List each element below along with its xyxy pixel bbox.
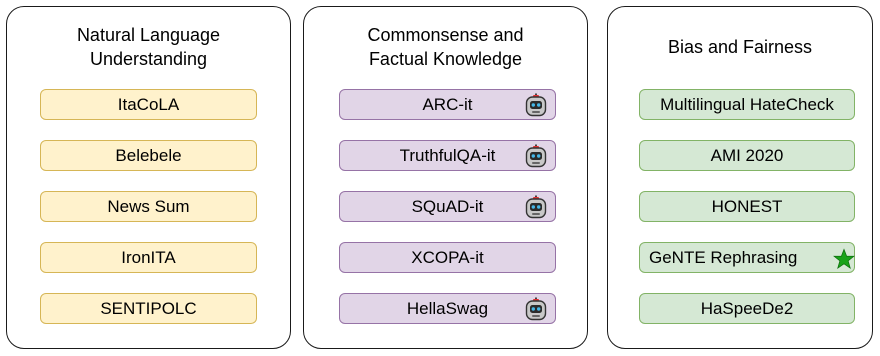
task-box-news-sum: News Sum	[40, 191, 257, 222]
task-box-sentipolc: SENTIPOLC	[40, 293, 257, 324]
task-label: SENTIPOLC	[100, 298, 197, 318]
panel-title: Commonsense and Factual Knowledge	[367, 25, 524, 69]
task-box-multilingual-hatecheck: Multilingual HateCheck	[639, 89, 855, 120]
task-label: HellaSwag	[406, 298, 489, 318]
robot-icon	[525, 297, 547, 321]
task-label: XCOPA-it	[411, 247, 484, 267]
panel-title: Bias and Fairness	[667, 37, 813, 57]
robot-icon	[525, 93, 547, 117]
task-label: GeNTE Rephrasing	[649, 247, 798, 267]
task-box-squad-it: SQuAD-it	[339, 191, 556, 222]
task-box-xcopa-it: XCOPA-it	[339, 242, 556, 273]
robot-icon	[525, 144, 547, 168]
panel-bias-and-fairness: Bias and Fairness Multilingual HateCheck…	[607, 6, 873, 349]
panel-natural-language-understanding: Natural Language Understanding ItaCoLA B…	[6, 6, 291, 349]
task-box-haspeede2: HaSpeeDe2	[639, 293, 855, 324]
task-label: ItaCoLA	[117, 94, 180, 114]
task-box-gente-rephrasing: GeNTE Rephrasing	[639, 242, 855, 273]
task-box-truthfulqa-it: TruthfulQA-it	[339, 140, 556, 171]
star-icon	[833, 248, 855, 270]
task-box-belebele: Belebele	[40, 140, 257, 171]
task-label: AMI 2020	[710, 145, 784, 165]
task-box-arc-it: ARC-it	[339, 89, 556, 120]
task-label: News Sum	[107, 196, 190, 216]
robot-icon	[525, 195, 547, 219]
task-label: IronITA	[121, 247, 176, 267]
task-label: ARC-it	[422, 94, 473, 114]
task-label: SQuAD-it	[411, 196, 484, 216]
task-label: HaSpeeDe2	[700, 298, 794, 318]
task-box-hellaswag: HellaSwag	[339, 293, 556, 324]
task-label: TruthfulQA-it	[399, 145, 496, 165]
panel-title: Natural Language Understanding	[76, 25, 221, 69]
task-box-ami-2020: AMI 2020	[639, 140, 855, 171]
task-box-itacola: ItaCoLA	[40, 89, 257, 120]
panel-commonsense-factual-knowledge: Commonsense and Factual Knowledge ARC-it…	[303, 6, 588, 349]
task-label: Belebele	[115, 145, 182, 165]
task-label: Multilingual HateCheck	[660, 94, 834, 114]
task-box-honest: HONEST	[639, 191, 855, 222]
task-box-ironita: IronITA	[40, 242, 257, 273]
task-label: HONEST	[711, 196, 783, 216]
